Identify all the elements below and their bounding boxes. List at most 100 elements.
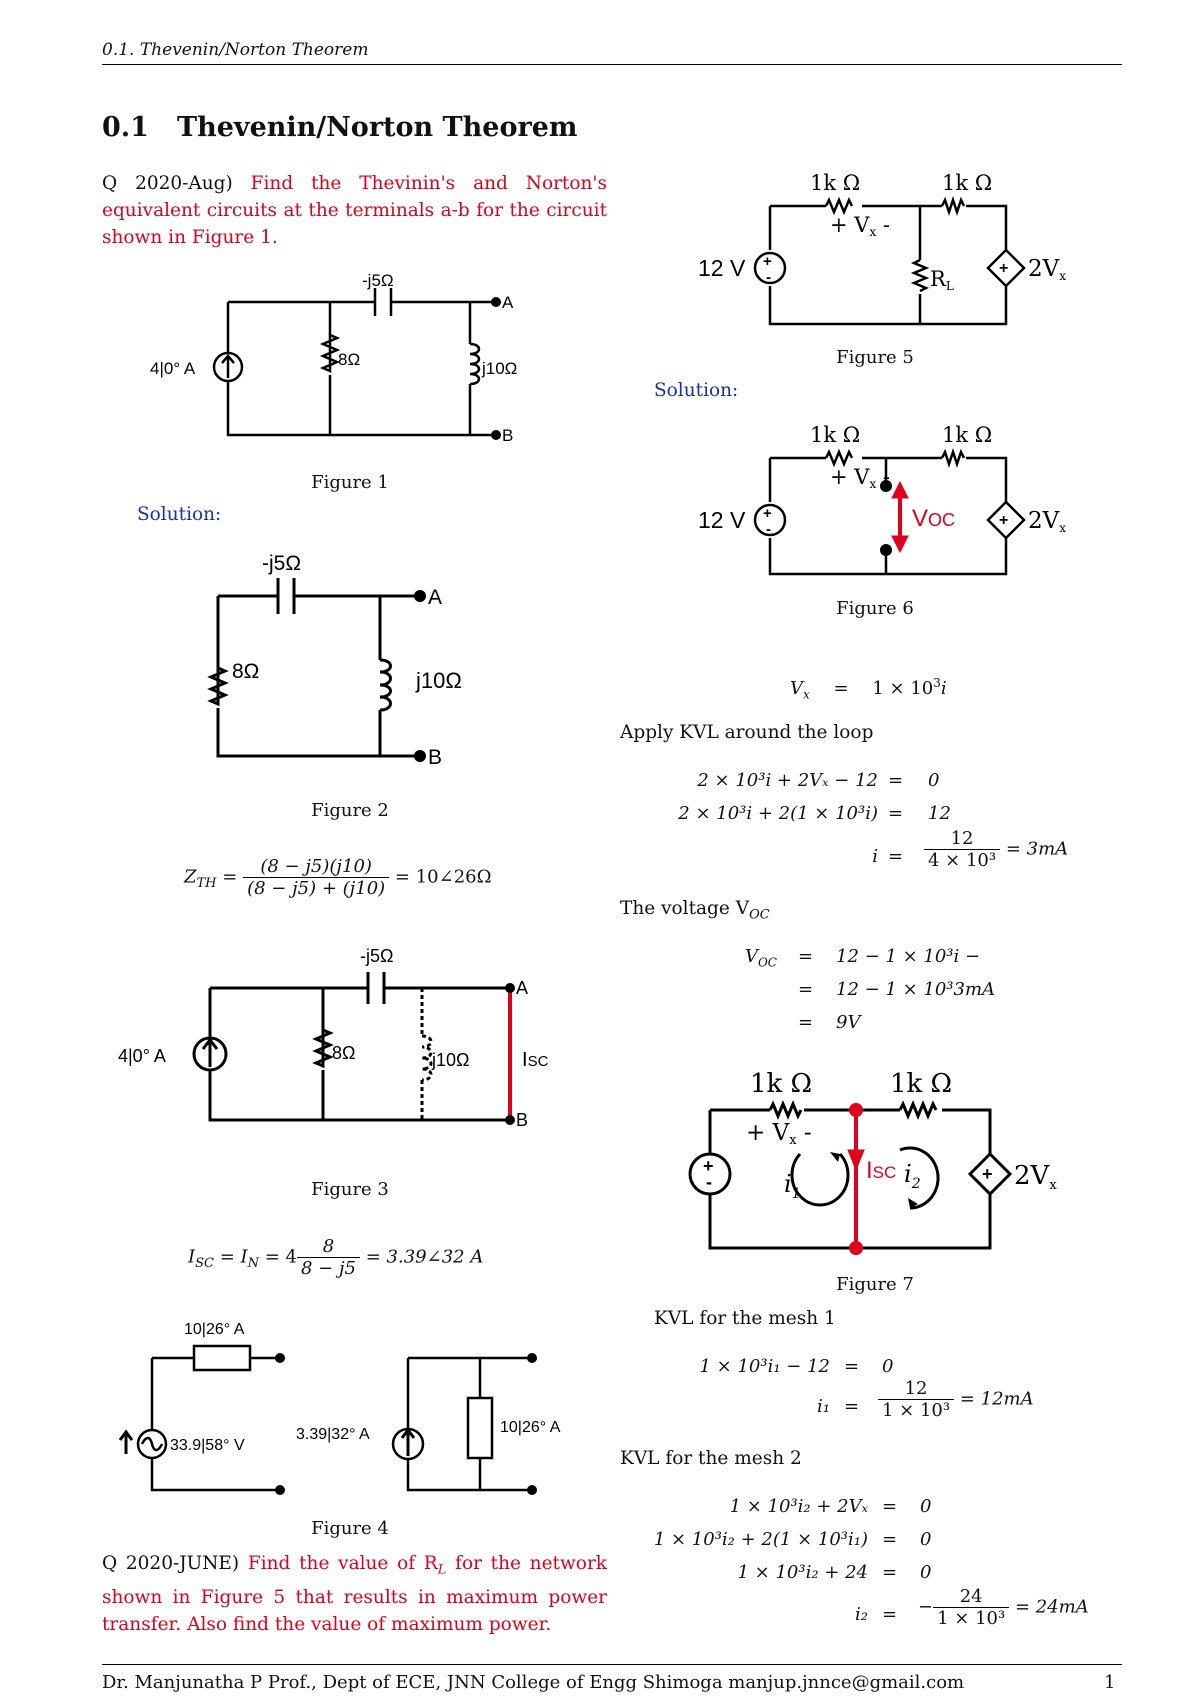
mesh1-num: 12	[878, 1378, 955, 1400]
fig7-isc-sub: SC	[873, 1163, 897, 1182]
fig5-dep-sub: x	[1059, 269, 1066, 283]
fig3-terminal-b: B	[516, 1110, 528, 1130]
figure-2-circuit: -j5Ω 8Ω j10Ω A B	[207, 552, 462, 768]
fig7-dep-label: 2Vx	[1014, 1161, 1057, 1193]
isc-eq: = 4	[259, 1246, 297, 1268]
fig7-isc-main: I	[866, 1157, 873, 1184]
mesh2-eq-1-equals: =	[882, 1496, 898, 1517]
fig3-cap-label: -j5Ω	[360, 946, 393, 966]
fig5-rl-label: RL	[930, 267, 954, 293]
fig7-i1-sub: 1	[792, 1186, 801, 1202]
fig6-r1-label: 1k Ω	[810, 423, 860, 447]
isc-mid: = I	[213, 1246, 248, 1268]
fig6-voc-label: VOC	[912, 505, 955, 532]
voc-eq-3-rhs: 9V	[836, 1012, 861, 1033]
mesh1-eq-1-rhs: 0	[882, 1356, 894, 1377]
svg-text:+: +	[763, 505, 772, 522]
svg-text:-: -	[766, 269, 771, 286]
fig5-r2-label: 1k Ω	[942, 171, 992, 195]
vx-var: i	[940, 678, 947, 699]
fig5-dep-label: 2Vx	[1028, 256, 1066, 283]
figure-4-caption: Figure 4	[311, 1518, 389, 1539]
voc-lhs-main: V	[744, 946, 758, 967]
solution-2-label: Solution:	[654, 380, 739, 401]
figure-7-caption: Figure 7	[836, 1274, 914, 1295]
running-header: 0.1. Thevenin/Norton Theorem	[102, 40, 369, 60]
fig7-i1-label: i1	[784, 1170, 801, 1202]
fig1-ind-label: j10Ω	[481, 359, 517, 378]
zth-denominator: (8 − j5) + (j10)	[247, 878, 386, 899]
figure-2-caption: Figure 2	[311, 800, 389, 821]
fig6-dep-main: 2V	[1028, 508, 1060, 534]
page-number: 1	[1104, 1672, 1116, 1693]
mesh2-result: = 24mA	[1014, 1596, 1089, 1618]
fig7-vx-label: + Vx -	[746, 1120, 812, 1148]
fig4-i-label: 3.39|32° A	[296, 1426, 370, 1443]
voc-eq-3-equals: =	[798, 1012, 814, 1033]
zth-rhs: = 10∠26Ω	[394, 866, 492, 888]
question-2-prefix: Q 2020-JUNE)	[102, 1553, 240, 1574]
voc-eq-2-equals: =	[798, 979, 814, 1000]
figure-3-caption: Figure 3	[311, 1179, 389, 1200]
svg-text:+: +	[763, 253, 772, 270]
fig7-vx-sub: x	[789, 1133, 797, 1148]
voc-eq-2-rhs: 12 − 1 × 10³3mA	[836, 979, 996, 1000]
fig7-dep-sub: x	[1049, 1178, 1057, 1193]
figure-7-circuit: + - + 1k Ω 1k Ω + Vx - i1 i2 2Vx ISC	[688, 1069, 1057, 1255]
fig6-dep-label: 2Vx	[1028, 508, 1066, 535]
fig7-vx-minus: -	[797, 1120, 812, 1146]
vx-lhs-sub: x	[803, 687, 810, 702]
fig1-cap-label: -j5Ω	[362, 271, 394, 290]
mesh2-den: 1 × 10³	[937, 1608, 1006, 1629]
fig2-ind-label: j10Ω	[415, 668, 462, 693]
voc-eq-1-equals: =	[798, 946, 814, 967]
svg-text:+: +	[703, 1156, 714, 1176]
fig6-voc-main: V	[912, 505, 928, 532]
loop-eq-2-equals: =	[888, 803, 904, 824]
fig6-voc-sub: OC	[928, 510, 955, 530]
fig6-dep-sub: x	[1059, 521, 1066, 535]
zth-numerator: (8 − j5)(j10)	[243, 856, 390, 878]
fig3-isc-sub: SC	[528, 1053, 549, 1070]
mesh2-eq-4-equals: =	[882, 1604, 898, 1625]
equation-zth: ZTH = (8 − j5)(j10)(8 − j5) + (j10) = 10…	[184, 856, 492, 899]
text-mesh2: KVL for the mesh 2	[620, 1448, 802, 1469]
fig3-source-label: 4|0° A	[118, 1046, 166, 1066]
isc-mid-sub: N	[247, 1256, 259, 1272]
mesh2-eq-3-lhs: 1 × 10³i₂ + 24	[737, 1562, 869, 1583]
question-2-sub: L	[437, 1562, 447, 1578]
fig6-vx-label: + Vx -	[830, 465, 890, 491]
fig4-z2-label: 10|26° A	[500, 1419, 561, 1436]
fig6-vsrc-label: 12 V	[698, 507, 746, 533]
question-2-text: Find the value of RL for the network sho…	[102, 1553, 607, 1635]
fig5-vx-minus: -	[876, 213, 890, 237]
text-voltage: The voltage VOC	[620, 898, 770, 923]
svg-text:-: -	[766, 521, 771, 538]
vx-lhs: V	[790, 678, 803, 699]
zth-fraction: (8 − j5)(j10)(8 − j5) + (j10)	[243, 856, 390, 899]
voc-eq-lhs: VOC	[735, 946, 777, 970]
fig7-i2-sub: 2	[911, 1176, 921, 1192]
question-1: Q 2020-Aug) Find the Thevinin's and Nort…	[102, 170, 607, 251]
fig7-vx-main: + V	[746, 1120, 790, 1146]
isc-lhs-sub: SC	[195, 1256, 214, 1272]
mesh2-eq-4-lhs: i₂	[855, 1604, 868, 1625]
loop-eq-3-equals: =	[888, 846, 904, 867]
svg-text:+: +	[982, 1164, 993, 1184]
mesh2-eq-3-rhs: 0	[920, 1562, 932, 1583]
loop-eq-3-den: 4 × 10³	[928, 850, 997, 871]
header-rule	[102, 64, 1122, 65]
fig2-cap-label: -j5Ω	[262, 552, 301, 575]
fig7-dep-main: 2V	[1014, 1161, 1051, 1191]
mesh1-result: = 12mA	[959, 1388, 1034, 1410]
question-1-text: Find the Thevinin's and Norton's equival…	[102, 173, 607, 248]
fig3-ind-label: j10Ω	[431, 1050, 469, 1070]
question-2-text-b: for the network shown in Figure 5 that r…	[102, 1553, 608, 1635]
fig6-r2-label: 1k Ω	[942, 423, 992, 447]
